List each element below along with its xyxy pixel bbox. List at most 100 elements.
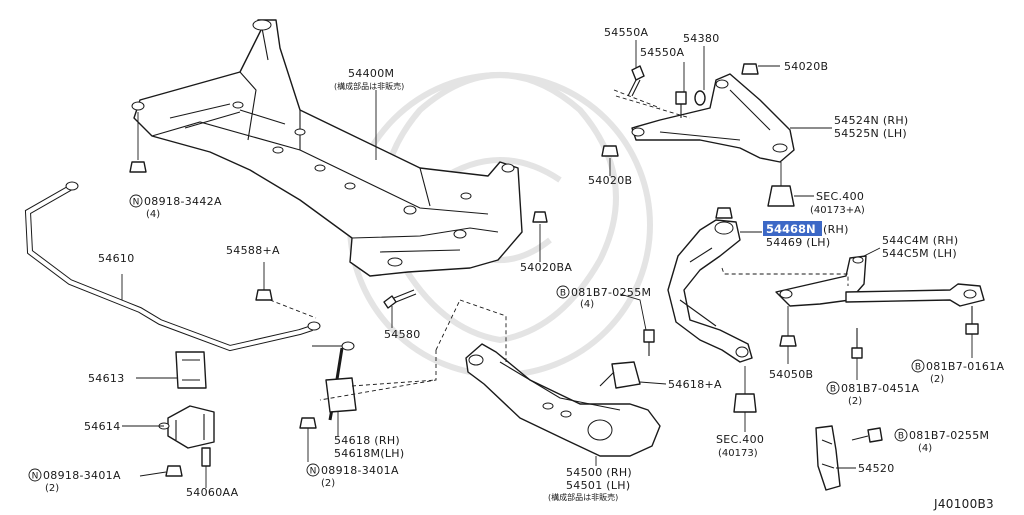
label-54520[interactable]: 54520 — [858, 462, 895, 475]
label-54468n[interactable]: 54468N — [766, 222, 816, 236]
label-54618m-lh[interactable]: 54618M(LH) — [334, 447, 404, 460]
label-544c4m[interactable]: 544C4M (RH) — [882, 234, 958, 247]
label-54618-rh[interactable]: 54618 (RH) — [334, 434, 400, 447]
label-54060aa[interactable]: 54060AA — [186, 486, 239, 499]
label-08918-3401a-mid[interactable]: 08918-3401A — [321, 464, 399, 477]
nut-54020ba[interactable] — [532, 211, 548, 258]
label-08918-3442a[interactable]: 08918-3442A — [144, 195, 222, 208]
washer-54380[interactable] — [694, 90, 706, 106]
label-54525n[interactable]: 54525N (LH) — [834, 127, 907, 140]
label-081b7-0451a-qty: (2) — [848, 396, 862, 407]
label-54400m-note: (構成部品は非販売) — [334, 81, 404, 91]
nut-08918-3401a-left[interactable] — [165, 465, 183, 477]
marker-b-081b7-0255m-mid: B — [556, 285, 570, 299]
marker-b-081b7-0161a: B — [911, 359, 925, 373]
label-sec400-top-ref: (40173+A) — [810, 205, 865, 216]
label-54380[interactable]: 54380 — [683, 32, 720, 45]
label-54550a-2[interactable]: 54550A — [640, 46, 684, 59]
stabilizer-bar-54610[interactable] — [24, 181, 321, 352]
nut-08918-3401a-mid[interactable] — [299, 417, 317, 429]
label-54588a[interactable]: 54588+A — [226, 244, 280, 257]
marker-b-081b7-0451a: B — [826, 381, 840, 395]
label-54020b-left[interactable]: 54020B — [588, 174, 632, 187]
subframe-54400m[interactable] — [131, 19, 523, 277]
label-sec400-bottom[interactable]: SEC.400 — [716, 433, 764, 446]
rod-544c4m[interactable] — [775, 255, 985, 307]
label-54500[interactable]: 54500 (RH) — [566, 466, 632, 479]
label-081b7-0451a[interactable]: 081B7-0451A — [841, 382, 920, 395]
label-544c5m[interactable]: 544C5M (LH) — [882, 247, 957, 260]
rod-guide — [721, 267, 849, 286]
label-54524n[interactable]: 54524N (RH) — [834, 114, 909, 127]
upper-link-54524n[interactable] — [631, 73, 795, 163]
label-081b7-0161a-qty: (2) — [930, 374, 944, 385]
bushing-sec400-bottom[interactable] — [733, 366, 757, 413]
highlight-box — [763, 221, 822, 236]
bolt-54580[interactable] — [383, 289, 417, 324]
bolt-54550a-2[interactable] — [675, 91, 687, 118]
link-54468n[interactable] — [667, 219, 753, 363]
label-08918-3401a-left-qty: (2) — [45, 483, 59, 494]
label-081b7-0161a[interactable]: 081B7-0161A — [926, 360, 1005, 373]
bracket-54520[interactable] — [815, 425, 841, 491]
stabilizer-link-54618[interactable] — [312, 341, 357, 421]
label-54580[interactable]: 54580 — [384, 328, 421, 341]
nut-08918-3442a[interactable] — [129, 112, 147, 173]
bolt-081b7-0451a[interactable] — [851, 328, 863, 359]
svg-text:B: B — [915, 363, 921, 373]
label-08918-3401a-mid-qty: (2) — [321, 478, 335, 489]
marker-n-08918-3442a: N — [129, 194, 143, 208]
label-54468n-suffix: (RH) — [823, 223, 849, 236]
link-guide-54588a — [269, 299, 317, 319]
label-sec400-bottom-ref: (40173) — [718, 448, 758, 459]
label-081b7-0255m-low-qty: (4) — [918, 443, 932, 454]
svg-text:N: N — [32, 472, 39, 482]
nut-54050b[interactable] — [779, 306, 797, 347]
label-54610[interactable]: 54610 — [98, 252, 135, 265]
label-081b7-0255m-mid-qty: (4) — [580, 299, 594, 310]
nut-54020b-top[interactable] — [741, 63, 759, 75]
lower-arm-guide-2 — [351, 379, 437, 387]
bolt-081b7-0255m-low[interactable] — [851, 427, 883, 443]
svg-text:B: B — [898, 432, 904, 442]
label-54469[interactable]: 54469 (LH) — [766, 236, 830, 249]
bolt-54060aa[interactable] — [201, 447, 211, 482]
label-54550a-1[interactable]: 54550A — [604, 26, 648, 39]
marker-b-081b7-0255m-low: B — [894, 428, 908, 442]
stabilizer-clamp-54614[interactable] — [158, 405, 215, 449]
label-54020b-top[interactable]: 54020B — [784, 60, 828, 73]
svg-text:N: N — [310, 467, 317, 477]
svg-text:B: B — [560, 289, 566, 299]
bolt-081b7-0255m-mid[interactable] — [643, 329, 655, 356]
label-54020ba[interactable]: 54020BA — [520, 261, 572, 274]
marker-n-08918-3401a-mid: N — [306, 463, 320, 477]
stabilizer-bushing-54613[interactable] — [175, 351, 207, 389]
upper-guide — [613, 89, 691, 119]
lower-arm-54500[interactable] — [465, 343, 661, 457]
bolt-54550a-1[interactable] — [627, 65, 645, 97]
label-54501[interactable]: 54501 (LH) — [566, 479, 630, 492]
label-54400m[interactable]: 54400M — [348, 67, 394, 80]
bolt-081b7-0161a[interactable] — [965, 306, 979, 335]
label-08918-3442a-qty: (4) — [146, 209, 160, 220]
label-54614[interactable]: 54614 — [84, 420, 121, 433]
bushing-sec400-top[interactable] — [767, 162, 795, 207]
label-081b7-0255m-mid[interactable]: 081B7-0255M — [571, 286, 651, 299]
nut-54468n-top[interactable] — [715, 207, 733, 219]
label-54613[interactable]: 54613 — [88, 372, 125, 385]
label-sec400-top[interactable]: SEC.400 — [816, 190, 864, 203]
marker-n-08918-3401a-left: N — [28, 468, 42, 482]
label-08918-3401a-left[interactable]: 08918-3401A — [43, 469, 121, 482]
diagram-code: J40100B3 — [933, 497, 994, 511]
nut-54588a[interactable] — [255, 280, 273, 301]
leader-lines — [121, 40, 973, 488]
svg-text:B: B — [830, 385, 836, 395]
label-54050b[interactable]: 54050B — [769, 368, 813, 381]
label-54500-note: (構成部品は非販売) — [548, 492, 618, 502]
nut-54020b-left[interactable] — [601, 145, 619, 170]
bushing-54618a[interactable] — [599, 361, 641, 389]
svg-text:N: N — [133, 198, 140, 208]
label-54618a[interactable]: 54618+A — [668, 378, 722, 391]
label-081b7-0255m-low[interactable]: 081B7-0255M — [909, 429, 989, 442]
